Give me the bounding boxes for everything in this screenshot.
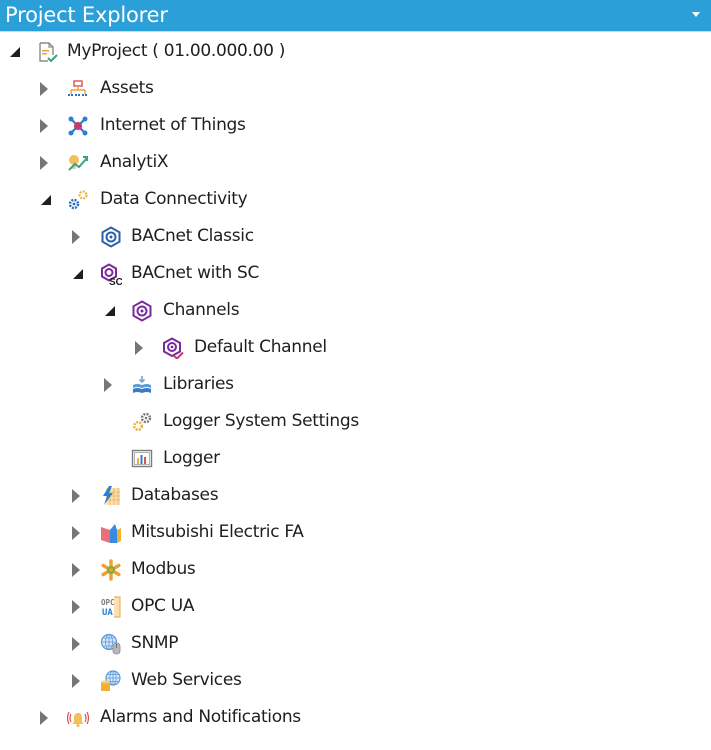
expand-toggle[interactable]: [9, 45, 21, 59]
tree-item-default-channel[interactable]: Default Channel: [0, 329, 711, 366]
expand-toggle[interactable]: [70, 637, 82, 651]
tree-item-internet-of-things[interactable]: Internet of Things: [0, 107, 711, 144]
analytix-chart-icon: [67, 152, 89, 174]
tree-item-label: Internet of Things: [100, 115, 246, 135]
svg-text:UA: UA: [102, 608, 113, 618]
svg-text:SC: SC: [109, 277, 122, 285]
tree-item-label: AnalytiX: [100, 152, 169, 172]
tree-item-data-connectivity[interactable]: Data Connectivity: [0, 181, 711, 218]
tree-item-databases[interactable]: Databases: [0, 477, 711, 514]
bacnet-sc-icon: SC: [100, 263, 122, 285]
expand-toggle[interactable]: [102, 378, 114, 392]
tree-item-label: OPC UA: [131, 596, 195, 616]
tree-item-myproject[interactable]: MyProject ( 01.00.000.00 ): [0, 33, 711, 70]
tree-item-label: Logger: [163, 448, 220, 468]
expand-toggle[interactable]: [70, 674, 82, 688]
expand-toggle[interactable]: [70, 563, 82, 577]
tree-item-logger-system-settings[interactable]: Logger System Settings: [0, 403, 711, 440]
logger-chart-icon: [131, 448, 153, 470]
expand-toggle[interactable]: [40, 193, 52, 207]
chevron-down-icon[interactable]: [692, 12, 700, 17]
expand-toggle[interactable]: [70, 600, 82, 614]
tree-item-label: SNMP: [131, 633, 179, 653]
tree-item-bacnet-with-sc[interactable]: SC BACnet with SC: [0, 255, 711, 292]
modbus-icon: [100, 559, 122, 581]
project-file-icon: [36, 41, 58, 63]
tree-item-snmp[interactable]: SNMP: [0, 625, 711, 662]
tree-item-label: Libraries: [163, 374, 234, 394]
expand-toggle[interactable]: [38, 156, 50, 170]
expand-toggle[interactable]: [70, 489, 82, 503]
tree-item-libraries[interactable]: Libraries: [0, 366, 711, 403]
channel-check-icon: [162, 337, 184, 359]
panel-title: Project Explorer: [5, 3, 168, 27]
tree-item-label: Web Services: [131, 670, 242, 690]
tree-item-label: MyProject ( 01.00.000.00 ): [67, 41, 286, 61]
tree-item-bacnet-classic[interactable]: BACnet Classic: [0, 218, 711, 255]
tree-item-label: Databases: [131, 485, 219, 505]
expand-toggle[interactable]: [70, 526, 82, 540]
expand-toggle[interactable]: [38, 711, 50, 725]
tree-item-web-services[interactable]: Web Services: [0, 662, 711, 699]
tree-item-label: Data Connectivity: [100, 189, 248, 209]
svg-text:OPC: OPC: [101, 598, 115, 607]
tree-item-logger[interactable]: Logger: [0, 440, 711, 477]
tree-item-modbus[interactable]: Modbus: [0, 551, 711, 588]
tree-item-label: Modbus: [131, 559, 196, 579]
mitsubishi-icon: [100, 522, 122, 544]
web-services-icon: [100, 670, 122, 692]
expand-toggle[interactable]: [133, 341, 145, 355]
expand-toggle[interactable]: [70, 230, 82, 244]
channels-hex-icon: [131, 300, 153, 322]
tree-item-label: Assets: [100, 78, 154, 98]
settings-gears-icon: [131, 411, 153, 433]
tree-item-assets[interactable]: Assets: [0, 70, 711, 107]
tree-item-label: Alarms and Notifications: [100, 707, 301, 727]
tree-item-label: BACnet Classic: [131, 226, 254, 246]
expand-toggle[interactable]: [38, 82, 50, 96]
tree-item-mitsubishi-electric-fa[interactable]: Mitsubishi Electric FA: [0, 514, 711, 551]
gears-icon: [67, 189, 89, 211]
tree-item-label: Mitsubishi Electric FA: [131, 522, 304, 542]
expand-toggle[interactable]: [72, 267, 84, 281]
project-explorer-header: Project Explorer: [0, 0, 711, 32]
expand-toggle[interactable]: [38, 119, 50, 133]
database-icon: [100, 485, 122, 507]
iot-network-icon: [67, 115, 89, 137]
assets-hierarchy-icon: [67, 78, 89, 100]
tree-item-analytix[interactable]: AnalytiX: [0, 144, 711, 181]
snmp-globe-icon: [100, 633, 122, 655]
tree-item-label: Channels: [163, 300, 240, 320]
tree-item-label: BACnet with SC: [131, 263, 260, 283]
alarm-bell-icon: [67, 707, 89, 729]
tree-item-label: Logger System Settings: [163, 411, 359, 431]
bacnet-hex-icon: [100, 226, 122, 248]
tree-item-channels[interactable]: Channels: [0, 292, 711, 329]
tree-item-alarms-and-notifications[interactable]: Alarms and Notifications: [0, 699, 711, 736]
tree-item-label: Default Channel: [194, 337, 327, 357]
expand-toggle[interactable]: [104, 304, 116, 318]
libraries-icon: [131, 374, 153, 396]
